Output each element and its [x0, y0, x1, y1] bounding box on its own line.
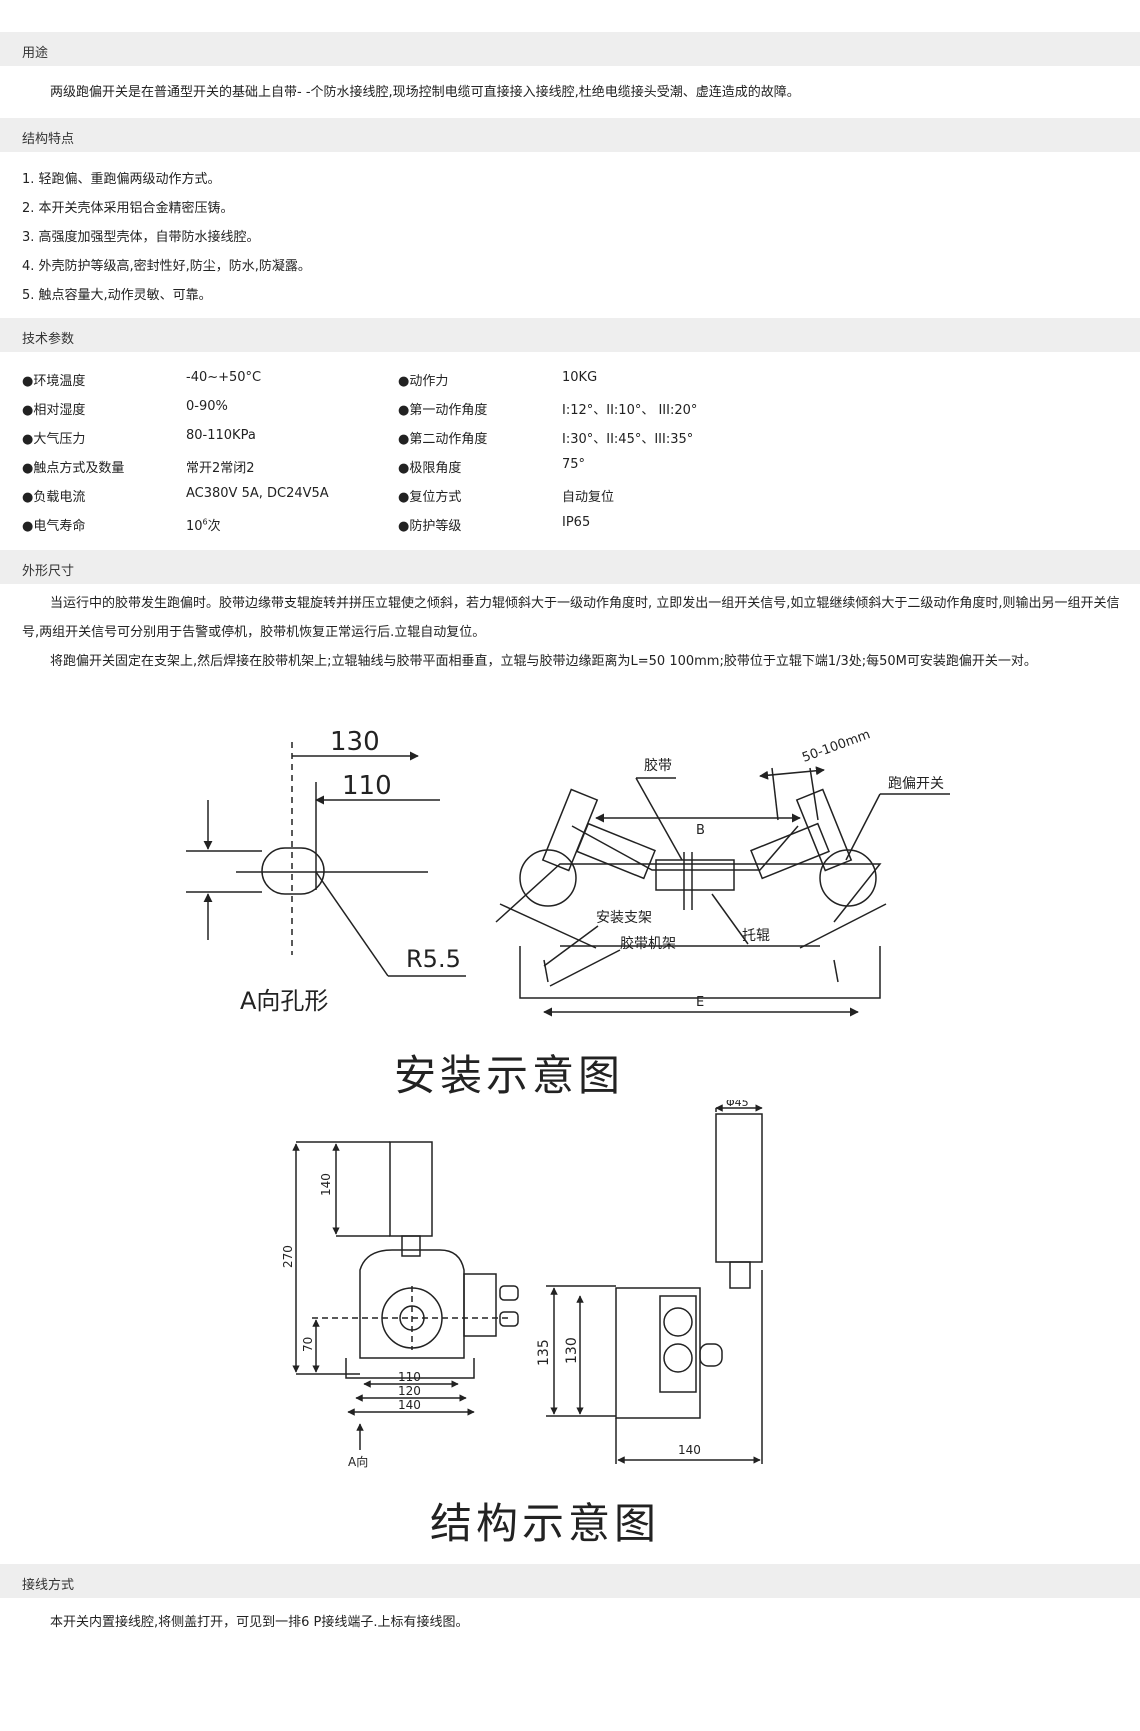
param-value: 75°: [562, 457, 586, 472]
dim-110: 110: [342, 771, 392, 801]
dim-140-top: 140: [319, 1173, 333, 1196]
feature-item: 5. 触点容量大,动作灵敏、可靠。: [22, 288, 212, 303]
param-label: ●电气寿命: [22, 519, 86, 534]
dim-135: 135: [536, 1339, 552, 1366]
front-housing: [359, 1249, 465, 1359]
front-roller: [389, 1141, 433, 1237]
param-value-base: 10: [186, 519, 203, 534]
structure-title: 结构示意图: [430, 1499, 661, 1548]
param-value: 自动复位: [562, 490, 615, 505]
side-roller: [715, 1113, 763, 1263]
dim-130: 130: [564, 1337, 580, 1364]
dim-70: 70: [301, 1337, 315, 1352]
side-housing: [615, 1287, 701, 1419]
dim-B: B: [696, 823, 705, 838]
feature-item: 2. 本开关壳体采用铝合金精密压铸。: [22, 201, 234, 216]
dim-270: 270: [281, 1245, 295, 1268]
section-title: 技术参数: [22, 332, 75, 347]
slot-hole: [261, 847, 325, 895]
section-title: 外形尺寸: [22, 564, 75, 579]
section-header-dimensions: 外形尺寸: [0, 550, 1140, 584]
param-label: ●负载电流: [22, 490, 86, 505]
switch-label: 跑偏开关: [888, 776, 944, 792]
param-value: 常开2常闭2: [186, 461, 255, 476]
radius-label: R5.5: [406, 945, 461, 973]
frame-label: 胶带机架: [620, 935, 676, 952]
feature-item: 3. 高强度加强型壳体，自带防水接线腔。: [22, 230, 260, 245]
section-header-tech: 技术参数: [0, 318, 1140, 352]
belt-label: 胶带: [644, 757, 672, 774]
param-value: I:30°、II:45°、III:35°: [562, 432, 694, 447]
feature-item: 4. 外壳防护等级高,密封性好,防尘，防水,防凝露。: [22, 259, 311, 274]
section-title: 接线方式: [22, 1578, 75, 1593]
param-label: ●第二动作角度: [398, 432, 488, 447]
a-direction-label: A向: [348, 1454, 368, 1469]
param-label: ●动作力: [398, 374, 449, 389]
switch-left: [541, 788, 599, 872]
param-label: ●触点方式及数量: [22, 461, 125, 476]
section-title: 用途: [22, 46, 49, 61]
section-title: 结构特点: [22, 132, 75, 147]
wiring-text: 本开关内置接线腔,将侧盖打开，可见到一排6 P接线端子.上标有接线图。: [50, 1615, 469, 1630]
usage-text: 两级跑偏开关是在普通型开关的基础上自带- -个防水接线腔,现场控制电缆可直接接入…: [50, 85, 800, 100]
switch-right: [795, 788, 853, 872]
install-title: 安装示意图: [394, 1051, 625, 1100]
dimensions-p2: 将跑偏开关固定在支架上,然后焊接在胶带机架上;立辊轴线与胶带平面相垂直，立辊与胶…: [50, 654, 1037, 669]
idler-right: [750, 822, 830, 880]
param-value: 10KG: [562, 370, 598, 385]
install-diagram: 130 110 R5.5 A向孔形: [186, 727, 950, 1017]
param-value: I:12°、II:10°、 III:20°: [562, 403, 698, 418]
param-label: ●大气压力: [22, 432, 86, 447]
roller-right: [819, 849, 877, 907]
param-label: ●极限角度: [398, 461, 462, 476]
dim-140-base: 140: [398, 1398, 421, 1412]
param-value: 106次: [186, 515, 221, 534]
dim-130: 130: [330, 727, 380, 757]
front-cable-box: [463, 1273, 497, 1337]
front-base: [345, 1358, 475, 1379]
dim-140-side: 140: [678, 1443, 701, 1457]
idler-center: [655, 859, 735, 891]
param-label: ●环境温度: [22, 374, 86, 389]
param-value: AC380V 5A, DC24V5A: [186, 486, 329, 501]
param-label: ●复位方式: [398, 490, 462, 505]
feature-item: 1. 轻跑偏、重跑偏两级动作方式。: [22, 172, 221, 187]
section-header-wiring: 接线方式: [0, 1564, 1140, 1598]
param-value: 80-110KPa: [186, 428, 256, 443]
param-value: IP65: [562, 515, 591, 530]
dim-120: 120: [398, 1384, 421, 1398]
param-value-sup: 6: [202, 517, 208, 527]
bracket-label: 安装支架: [596, 910, 652, 926]
conveyor-frame: [519, 946, 881, 999]
section-header-features: 结构特点: [0, 118, 1140, 152]
dim-110: 110: [398, 1370, 421, 1384]
param-value-tail: 次: [207, 519, 221, 534]
hole-caption: A向孔形: [240, 987, 328, 1015]
idler-label: 托辊: [742, 928, 770, 944]
structure-diagram: 140 270 70 110 120 140 A向 Φ45 135 130 14…: [281, 1100, 763, 1469]
roller-left: [519, 849, 577, 907]
dimensions-p1: 当运行中的胶带发生跑偏时。胶带边缘带支辊旋转并拼压立辊使之倾斜，若力辊倾斜大于一…: [22, 596, 1120, 640]
param-label: ●第一动作角度: [398, 403, 488, 418]
param-value: 0-90%: [186, 399, 228, 414]
dim-E: E: [696, 995, 704, 1010]
param-value: -40~+50°C: [186, 370, 262, 385]
section-header-usage: 用途: [0, 32, 1140, 66]
side-terminal-box: [659, 1295, 697, 1393]
param-label: ●防护等级: [398, 519, 462, 534]
belt: [571, 825, 799, 871]
param-label: ●相对湿度: [22, 403, 86, 418]
dim-phi45: Φ45: [726, 1100, 749, 1109]
range-label: 50-100mm: [800, 727, 872, 766]
